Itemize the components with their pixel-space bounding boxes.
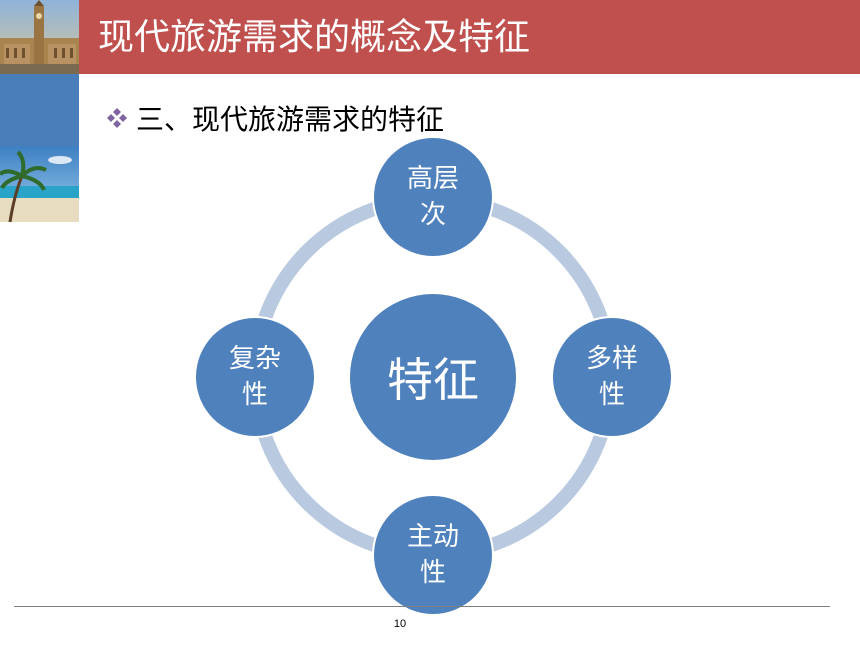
title-bar [79, 0, 860, 74]
footer-divider [14, 606, 830, 607]
node-bottom: 主动性 [374, 496, 492, 614]
city-photo-image [0, 0, 79, 74]
beach-photo-svg [0, 146, 79, 222]
diamond-bullet-icon [107, 108, 127, 128]
node-center: 特征 [350, 294, 516, 460]
page-number: 10 [393, 618, 407, 630]
node-right: 多样性 [553, 318, 671, 436]
node-center-label: 特征 [387, 353, 479, 407]
city-photo-svg [0, 0, 79, 74]
bullet-item: 三、现代旅游需求的特征 [104, 98, 444, 138]
node-left: 复杂性 [196, 318, 314, 436]
beach-photo-image [0, 146, 79, 222]
bullet-text: 三、现代旅游需求的特征 [136, 103, 445, 136]
side-blue-block [0, 74, 79, 146]
node-bottom-label: 主动性 [406, 522, 459, 588]
slide-title: 现代旅游需求的概念及特征 [98, 17, 531, 58]
node-top-label: 高层次 [406, 164, 459, 230]
node-left-label: 复杂性 [228, 344, 281, 410]
node-right-label: 多样性 [585, 344, 638, 410]
node-top: 高层次 [374, 138, 492, 256]
